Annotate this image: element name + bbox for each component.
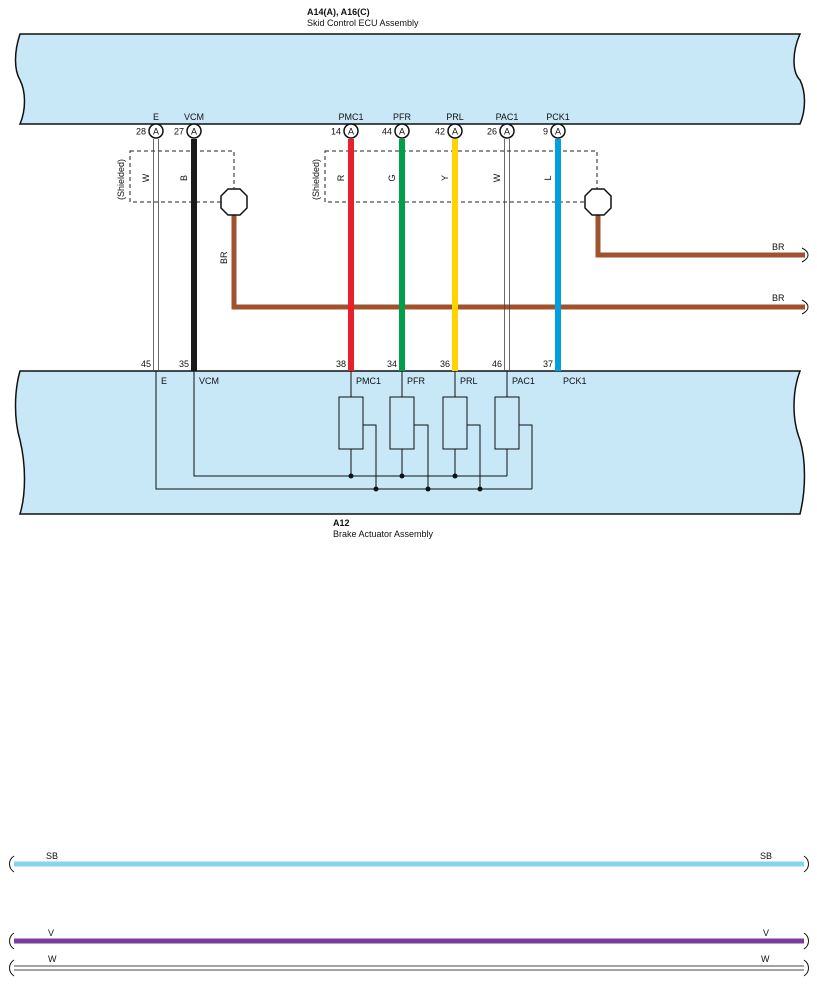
- actuator-internal-circuit: [155, 371, 533, 490]
- continuation-wire-label-w-left: W: [48, 954, 57, 964]
- top-pin-number: 27: [174, 127, 184, 137]
- signal-label-pac1: PAC1: [496, 112, 519, 122]
- bottom-terminal-label: PFR: [407, 376, 426, 386]
- wire-color-code: B: [179, 175, 189, 181]
- shield-ground-junction-left: [220, 188, 248, 216]
- bottom-terminal-label: PMC1: [356, 376, 381, 386]
- connector-pin-pfr: [394, 123, 410, 139]
- top-pin-number: 28: [136, 127, 146, 137]
- continuation-wire-label-v-left: V: [48, 928, 54, 938]
- connector-pin-pmc1: [343, 123, 359, 139]
- connector-pin-prl: [447, 123, 463, 139]
- signal-label-pck1: PCK1: [546, 112, 570, 122]
- bottom-component-code: A12: [333, 518, 350, 528]
- junction-dots: [348, 473, 483, 492]
- connector-letter: A: [399, 127, 405, 137]
- connector-pin-pck1: [550, 123, 566, 139]
- top-pin-number: 14: [331, 127, 341, 137]
- continuation-brace: [9, 932, 15, 950]
- continuation-brace: [801, 247, 809, 263]
- bottom-pin-number: 38: [336, 359, 346, 369]
- connector-letter: A: [452, 127, 458, 137]
- shield-ground-junction-right: [584, 188, 612, 216]
- top-component-code: A14(A), A16(C): [307, 7, 370, 17]
- bottom-pin-number: 46: [492, 359, 502, 369]
- top-component-name: Skid Control ECU Assembly: [307, 18, 419, 28]
- signal-label-pmc1: PMC1: [338, 112, 363, 122]
- connector-pin-e: [148, 123, 164, 139]
- pressure-sensor-pmc1: [338, 396, 364, 450]
- bottom-terminal-label: PRL: [460, 376, 478, 386]
- bottom-terminal-label: PAC1: [512, 376, 535, 386]
- wire-color-code: W: [141, 173, 151, 182]
- top-pin-number: 42: [435, 127, 445, 137]
- wire-color-code: Y: [440, 175, 450, 181]
- bottom-terminal-label: PCK1: [563, 376, 587, 386]
- bottom-pin-number: 45: [141, 359, 151, 369]
- connector-pin-pac1: [499, 123, 515, 139]
- continuation-brace: [9, 855, 15, 873]
- connector-letter: A: [191, 127, 197, 137]
- pressure-sensor-pfr: [389, 396, 415, 450]
- ground-wire-label-vertical: BR: [219, 251, 229, 264]
- connector-letter: A: [504, 127, 510, 137]
- top-pin-number: 44: [382, 127, 392, 137]
- pressure-sensor-pac1: [494, 396, 520, 450]
- ground-wire-br-upper: [595, 212, 805, 258]
- signal-label-prl: PRL: [446, 112, 464, 122]
- continuation-wire-label-w-right: W: [761, 954, 770, 964]
- signal-label-vcm: VCM: [184, 112, 204, 122]
- bottom-pin-number: 34: [387, 359, 397, 369]
- shield-label-right: (Shielded): [311, 159, 321, 200]
- bottom-terminal-label: E: [161, 376, 167, 386]
- connector-letter: A: [153, 127, 159, 137]
- continuation-brace: [9, 959, 15, 977]
- signal-label-pfr: PFR: [393, 112, 412, 122]
- bottom-pin-number: 37: [543, 359, 553, 369]
- shield-box-right: [324, 150, 598, 203]
- continuation-brace: [801, 299, 809, 315]
- shield-label-left: (Shielded): [116, 159, 126, 200]
- skid-control-ecu-box: [14, 33, 806, 125]
- wire-color-code: L: [543, 175, 553, 180]
- shield-box-left: [129, 150, 235, 203]
- bottom-pin-number: 36: [440, 359, 450, 369]
- continuation-wires: SB SB V V W W: [9, 851, 809, 977]
- pressure-sensor-prl: [442, 396, 468, 450]
- signal-wires: AE28W45EAVCM27B35VCMAPMC114R38PMC1APFR44…: [136, 112, 587, 386]
- ground-wire-label-upper: BR: [772, 242, 785, 252]
- ground-wire-label-lower: BR: [772, 293, 785, 303]
- ground-wire-br-lower: [231, 212, 805, 310]
- connector-pin-vcm: [186, 123, 202, 139]
- signal-label-e: E: [153, 112, 159, 122]
- bottom-component-name: Brake Actuator Assembly: [333, 529, 434, 539]
- continuation-brace: [803, 855, 809, 873]
- continuation-wire-label-v-right: V: [763, 928, 769, 938]
- top-pin-number: 9: [543, 127, 548, 137]
- continuation-wire-label-sb-right: SB: [760, 851, 772, 861]
- wire-color-code: R: [336, 174, 346, 181]
- continuation-brace: [803, 932, 809, 950]
- bottom-pin-number: 35: [179, 359, 189, 369]
- continuation-brace: [803, 959, 809, 977]
- connector-letter: A: [348, 127, 354, 137]
- connector-letter: A: [555, 127, 561, 137]
- bottom-terminal-label: VCM: [199, 376, 219, 386]
- wire-color-code: W: [492, 173, 502, 182]
- top-pin-number: 26: [487, 127, 497, 137]
- continuation-wire-label-sb-left: SB: [46, 851, 58, 861]
- wire-color-code: G: [387, 174, 397, 181]
